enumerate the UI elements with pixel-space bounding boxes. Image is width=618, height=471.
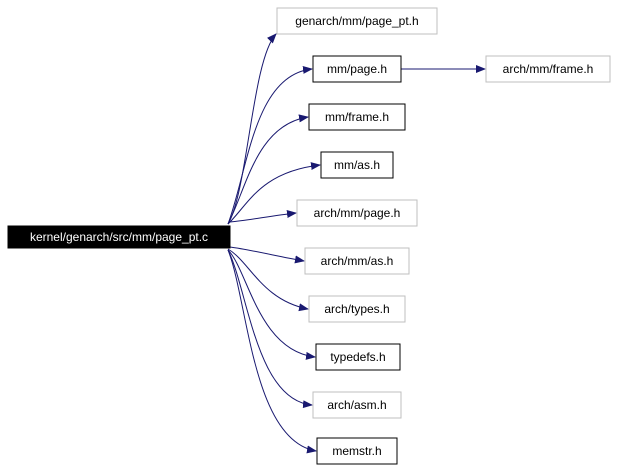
node-arch_types-label: arch/types.h [324,302,389,316]
node-arch_asm[interactable]: arch/asm.h [312,391,402,419]
node-arch_mm_page-label: arch/mm/page.h [314,206,401,220]
node-arch_mm_frame[interactable]: arch/mm/frame.h [485,55,611,83]
node-mm_as[interactable]: mm/as.h [320,151,394,179]
node-arch_mm_as-label: arch/mm/as.h [321,254,394,268]
node-mm_frame-label: mm/frame.h [325,110,389,124]
edge-root-to-mm_page [227,65,313,225]
node-arch_mm_page[interactable]: arch/mm/page.h [296,199,418,227]
edge-root-to-typedefs [227,249,316,360]
node-typedefs-label: typedefs.h [330,350,385,364]
node-mm_frame[interactable]: mm/frame.h [308,103,406,131]
edge-root-to-arch_mm_page [229,210,297,223]
edge-root-to-genarch_page_pt [227,33,277,225]
node-mm_as-label: mm/as.h [334,158,380,172]
edges-layer [227,33,486,454]
edge-root-to-mm_as [227,162,321,225]
node-arch_mm_frame-label: arch/mm/frame.h [503,62,594,76]
node-root-label: kernel/genarch/src/mm/page_pt.c [30,230,208,244]
node-arch_types[interactable]: arch/types.h [308,295,406,323]
edge-root-to-arch_mm_as [229,246,305,264]
edge-root-to-arch_asm [227,249,313,409]
node-memstr[interactable]: memstr.h [316,437,398,465]
node-genarch_page_pt[interactable]: genarch/mm/page_pt.h [276,7,438,35]
edge-root-to-arch_types [227,248,309,312]
node-arch_mm_as[interactable]: arch/mm/as.h [304,247,410,275]
edge-root-to-mm_frame [227,114,309,225]
node-root[interactable]: kernel/genarch/src/mm/page_pt.c [7,225,231,249]
node-arch_asm-label: arch/asm.h [327,398,386,412]
node-genarch_page_pt-label: genarch/mm/page_pt.h [295,14,418,28]
node-memstr-label: memstr.h [332,444,381,458]
node-typedefs[interactable]: typedefs.h [315,343,401,371]
node-mm_page-label: mm/page.h [327,62,387,76]
node-mm_page[interactable]: mm/page.h [312,55,402,83]
edge-root-to-memstr [227,249,317,454]
